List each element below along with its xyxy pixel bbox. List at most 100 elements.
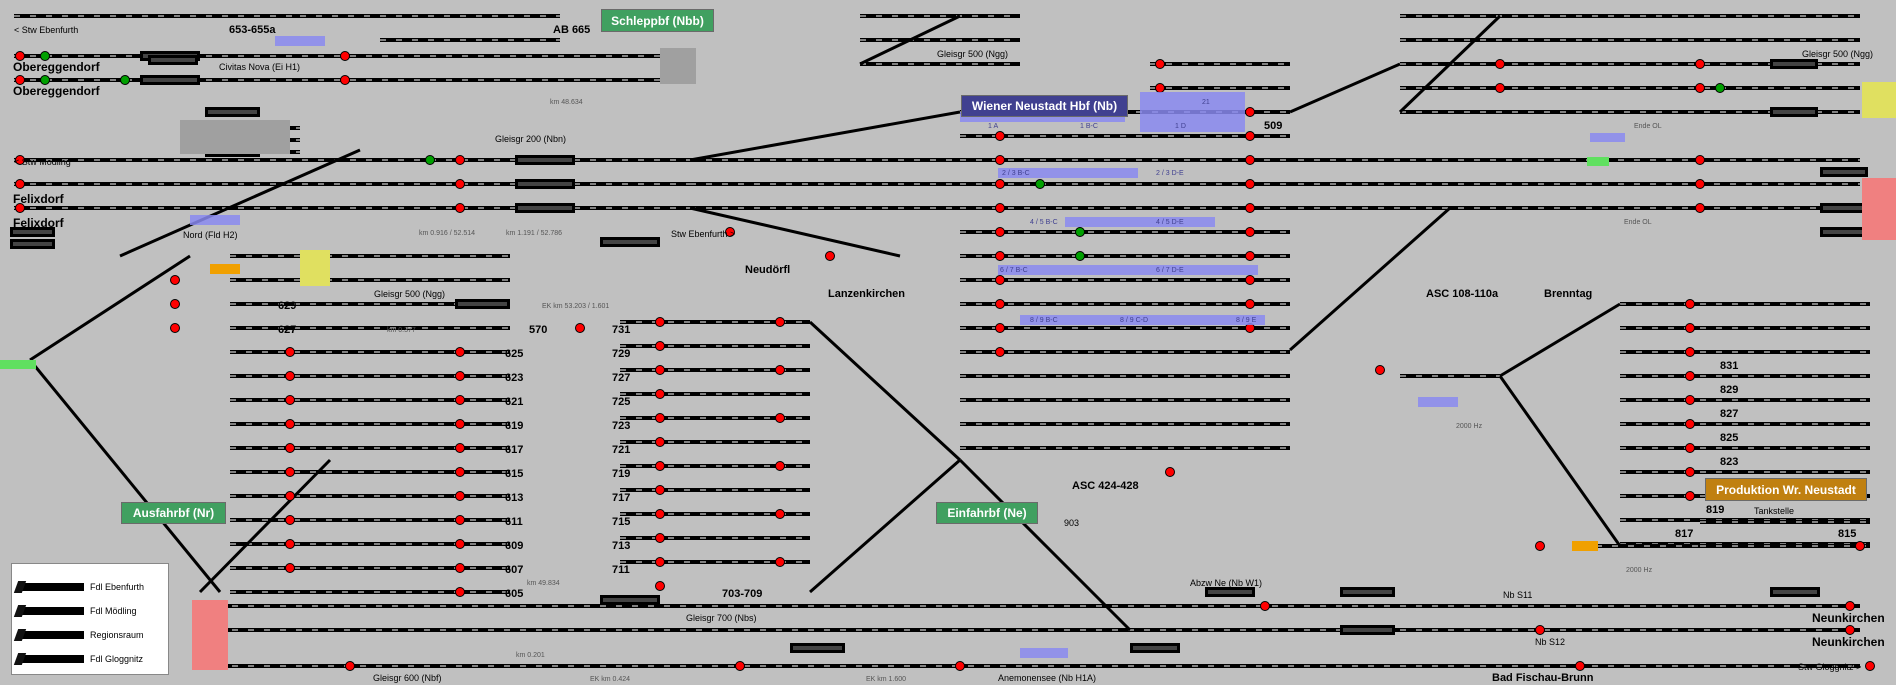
- signal-light[interactable]: [1375, 365, 1385, 375]
- signal-light[interactable]: [1155, 59, 1165, 69]
- signal-light[interactable]: [1245, 275, 1255, 285]
- signal-light[interactable]: [775, 365, 785, 375]
- signal-light[interactable]: [655, 533, 665, 543]
- signal-light[interactable]: [340, 51, 350, 61]
- signal-light[interactable]: [1715, 83, 1725, 93]
- signal-light[interactable]: [1845, 625, 1855, 635]
- signal-light[interactable]: [1245, 155, 1255, 165]
- signal-light[interactable]: [285, 491, 295, 501]
- signal-light[interactable]: [1685, 371, 1695, 381]
- signal-light[interactable]: [340, 75, 350, 85]
- signal-light[interactable]: [655, 389, 665, 399]
- signal-light[interactable]: [1695, 83, 1705, 93]
- signal-light[interactable]: [455, 179, 465, 189]
- signal-light[interactable]: [1685, 299, 1695, 309]
- signal-light[interactable]: [655, 581, 665, 591]
- signal-light[interactable]: [995, 155, 1005, 165]
- signal-light[interactable]: [1695, 203, 1705, 213]
- signal-light[interactable]: [1535, 541, 1545, 551]
- signal-light[interactable]: [655, 437, 665, 447]
- signal-light[interactable]: [995, 131, 1005, 141]
- signal-light[interactable]: [775, 413, 785, 423]
- signal-light[interactable]: [995, 275, 1005, 285]
- signal-light[interactable]: [775, 509, 785, 519]
- signal-light[interactable]: [425, 155, 435, 165]
- exit-stw-ebenfurth[interactable]: < Stw Ebenfurth: [14, 25, 79, 35]
- signal-light[interactable]: [655, 485, 665, 495]
- signal-light[interactable]: [1685, 395, 1695, 405]
- signal-light[interactable]: [345, 661, 355, 671]
- signal-light[interactable]: [955, 661, 965, 671]
- signal-light[interactable]: [995, 299, 1005, 309]
- signal-light[interactable]: [455, 371, 465, 381]
- signal-light[interactable]: [655, 365, 665, 375]
- signal-light[interactable]: [1535, 625, 1545, 635]
- signal-light[interactable]: [1165, 467, 1175, 477]
- signal-light[interactable]: [455, 539, 465, 549]
- signal-light[interactable]: [1035, 179, 1045, 189]
- signal-light[interactable]: [725, 227, 735, 237]
- signal-light[interactable]: [285, 467, 295, 477]
- area-produktion[interactable]: Produktion Wr. Neustadt: [1705, 478, 1867, 501]
- signal-light[interactable]: [1855, 541, 1865, 551]
- signal-light[interactable]: [995, 347, 1005, 357]
- signal-light[interactable]: [1845, 601, 1855, 611]
- signal-light[interactable]: [1695, 59, 1705, 69]
- area-ausfahrbf[interactable]: Ausfahrbf (Nr): [121, 502, 226, 524]
- signal-light[interactable]: [455, 395, 465, 405]
- signal-light[interactable]: [575, 323, 585, 333]
- signal-light[interactable]: [1075, 227, 1085, 237]
- signal-light[interactable]: [120, 75, 130, 85]
- signal-light[interactable]: [285, 515, 295, 525]
- signal-light[interactable]: [285, 419, 295, 429]
- signal-light[interactable]: [285, 563, 295, 573]
- signal-light[interactable]: [285, 443, 295, 453]
- signal-light[interactable]: [1495, 83, 1505, 93]
- signal-light[interactable]: [1260, 601, 1270, 611]
- signal-light[interactable]: [15, 155, 25, 165]
- signal-light[interactable]: [1245, 227, 1255, 237]
- signal-light[interactable]: [1245, 131, 1255, 141]
- signal-light[interactable]: [15, 75, 25, 85]
- signal-light[interactable]: [170, 299, 180, 309]
- signal-light[interactable]: [775, 317, 785, 327]
- signal-light[interactable]: [1575, 661, 1585, 671]
- signal-light[interactable]: [285, 347, 295, 357]
- exit-stw-gloggnitz[interactable]: Stw Gloggnitz >: [1798, 662, 1862, 672]
- signal-light[interactable]: [1245, 203, 1255, 213]
- signal-light[interactable]: [1495, 59, 1505, 69]
- signal-light[interactable]: [1685, 347, 1695, 357]
- signal-light[interactable]: [825, 251, 835, 261]
- signal-light[interactable]: [735, 661, 745, 671]
- signal-light[interactable]: [455, 443, 465, 453]
- signal-light[interactable]: [1075, 251, 1085, 261]
- signal-light[interactable]: [655, 509, 665, 519]
- signal-light[interactable]: [170, 323, 180, 333]
- signal-light[interactable]: [285, 371, 295, 381]
- signal-light[interactable]: [775, 461, 785, 471]
- signal-light[interactable]: [455, 347, 465, 357]
- area-einfahrbf[interactable]: Einfahrbf (Ne): [936, 502, 1038, 524]
- signal-light[interactable]: [655, 341, 665, 351]
- signal-light[interactable]: [285, 539, 295, 549]
- signal-light[interactable]: [995, 251, 1005, 261]
- signal-light[interactable]: [15, 51, 25, 61]
- signal-light[interactable]: [995, 203, 1005, 213]
- signal-light[interactable]: [1685, 467, 1695, 477]
- signal-light[interactable]: [1685, 491, 1695, 501]
- signal-light[interactable]: [15, 203, 25, 213]
- exit-stw-ebenfurth-right[interactable]: Stw Ebenfurth >: [671, 229, 736, 239]
- signal-light[interactable]: [455, 515, 465, 525]
- signal-light[interactable]: [1695, 155, 1705, 165]
- signal-light[interactable]: [995, 323, 1005, 333]
- signal-light[interactable]: [655, 557, 665, 567]
- signal-light[interactable]: [455, 563, 465, 573]
- signal-light[interactable]: [775, 557, 785, 567]
- signal-light[interactable]: [1685, 443, 1695, 453]
- signal-light[interactable]: [1685, 419, 1695, 429]
- signal-light[interactable]: [455, 587, 465, 597]
- signal-light[interactable]: [455, 203, 465, 213]
- signal-light[interactable]: [655, 413, 665, 423]
- signal-light[interactable]: [995, 227, 1005, 237]
- signal-light[interactable]: [655, 317, 665, 327]
